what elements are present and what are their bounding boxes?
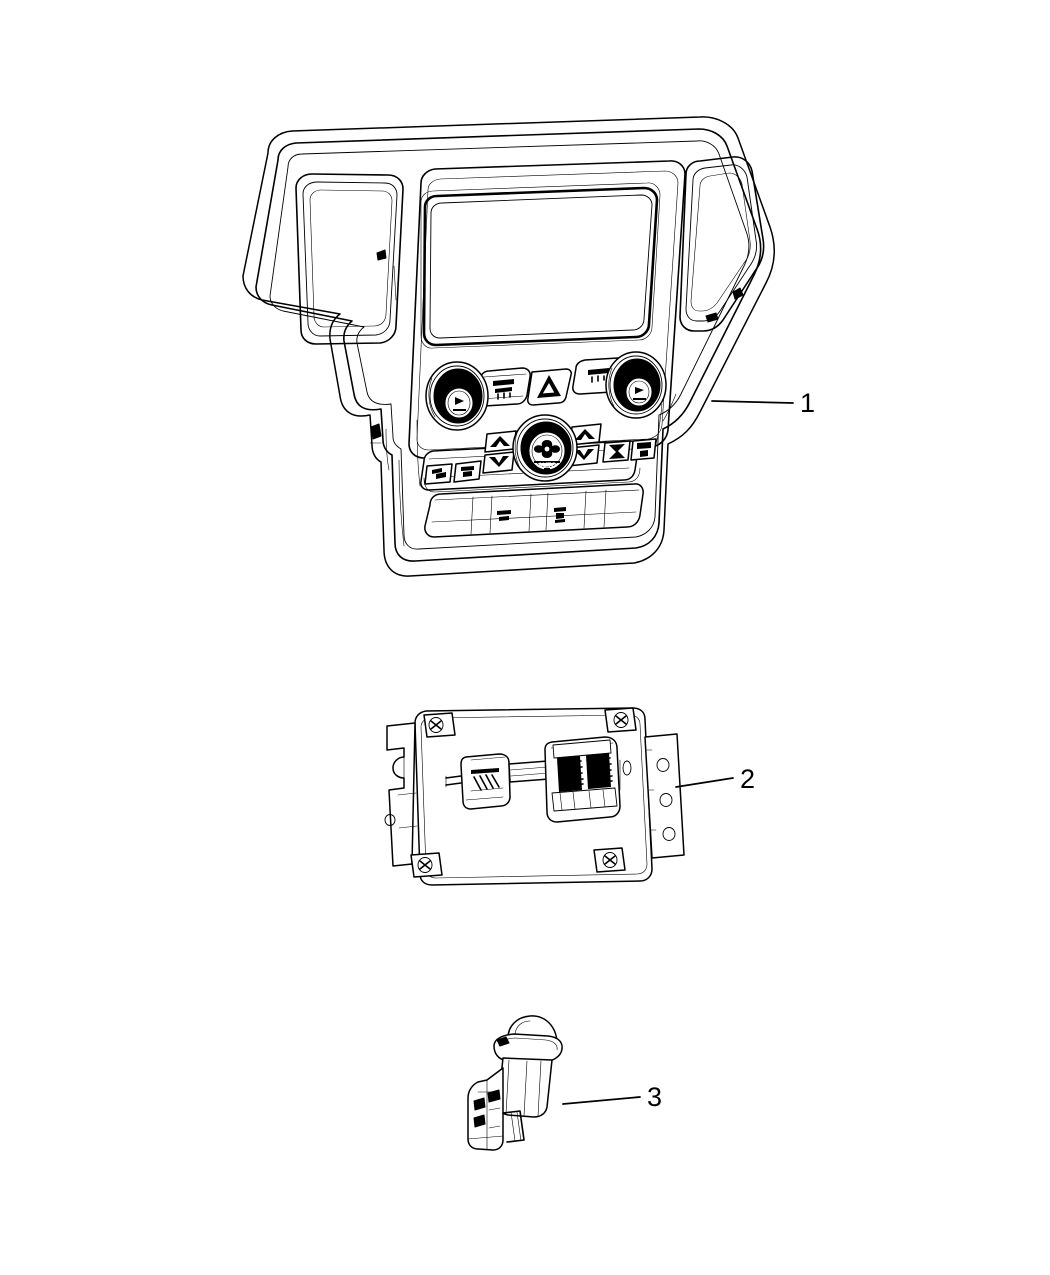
blower-fan-knob[interactable]: AUTO: [512, 414, 578, 482]
callout-3: 3: [562, 1082, 662, 1112]
callout-2: 2: [675, 764, 755, 794]
lower-control-row: AUTO: [420, 414, 657, 491]
fan-icon: [534, 440, 560, 463]
passenger-temperature-knob[interactable]: [605, 351, 667, 419]
recirculate-button[interactable]: [453, 460, 482, 483]
driver-temp-down-button[interactable]: [482, 451, 515, 474]
module-small-connector: [445, 753, 511, 810]
heated-seat-left-button[interactable]: [497, 510, 511, 521]
hazard-warning-button[interactable]: [527, 368, 572, 406]
radio-display-opening: [420, 182, 661, 349]
module-corner-screws: [410, 707, 637, 878]
hvac-control-cluster: AUTO: [416, 351, 667, 491]
module-connector-ribbon: [508, 760, 550, 783]
callout-3-number: 3: [647, 1082, 662, 1112]
driver-temp-up-button[interactable]: [484, 430, 517, 453]
rear-defrost-icon[interactable]: [493, 379, 514, 400]
lower-button-strip: [423, 467, 644, 538]
callout-2-number: 2: [740, 764, 755, 794]
heated-seat-right-button[interactable]: [554, 507, 566, 523]
sensor-body: [497, 1057, 553, 1118]
connector-pin-rows: [557, 753, 613, 792]
sensor-connector-base: [467, 1067, 525, 1151]
callout-3-leader: [562, 1096, 641, 1105]
mode-select-button[interactable]: [602, 440, 631, 463]
module-mounting-bracket-left: [384, 722, 418, 867]
center-face-plate: [408, 160, 686, 459]
callout-1-number: 1: [800, 388, 815, 418]
part-instrument-panel-center-bezel: AUTO: [242, 116, 815, 577]
sensor-retaining-flange: [493, 1033, 563, 1064]
sync-button[interactable]: [630, 438, 657, 461]
part-solar-sunload-sensor: 3: [467, 1015, 662, 1151]
seat-heat-icon: [453, 397, 466, 411]
module-mounting-bracket-right: [644, 733, 685, 859]
seat-heat-icon: [633, 387, 646, 400]
callout-1: 1: [711, 388, 815, 418]
driver-temperature-knob[interactable]: [425, 361, 489, 431]
callout-1-leader: [711, 400, 794, 404]
auto-label: AUTO: [538, 462, 556, 469]
right-air-vent-opening: [679, 156, 765, 332]
ac-button[interactable]: [424, 463, 453, 485]
left-air-vent-opening: [295, 173, 404, 345]
callout-2-leader: [675, 777, 734, 788]
part-electronic-control-module: 2: [384, 707, 755, 886]
module-large-connector: [544, 736, 632, 823]
